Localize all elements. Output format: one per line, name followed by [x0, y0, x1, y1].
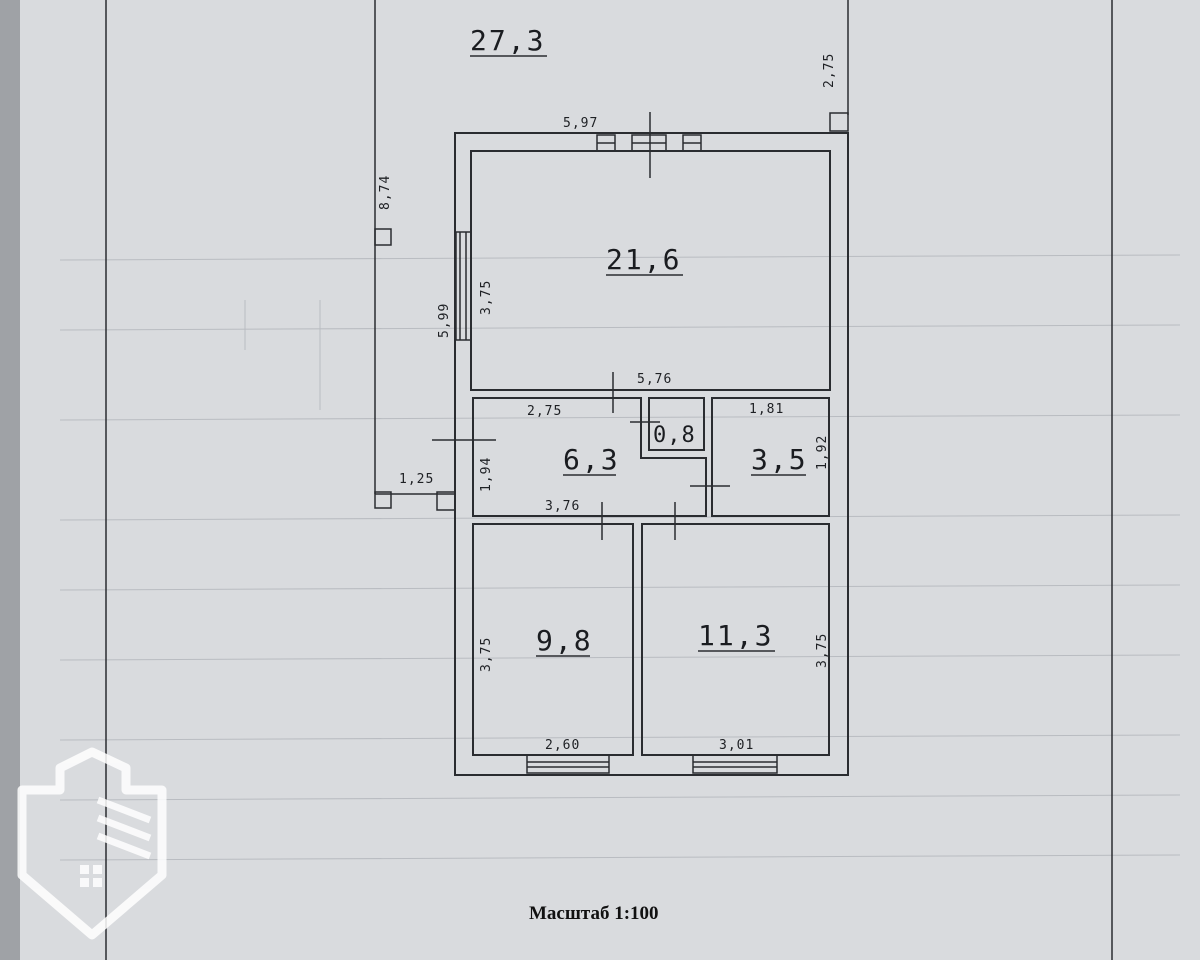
window-top-1: [596, 134, 616, 152]
dim-room-right-height: 3,75: [815, 633, 830, 668]
dim-left-wall: 5,99: [437, 303, 452, 338]
bedroom-right-area-label: 11,3: [698, 619, 773, 652]
dim-hall-bottom: 5,76: [637, 372, 672, 387]
closet-area-label: 0,8: [653, 423, 696, 448]
dim-small-room-right: 1,92: [815, 435, 830, 470]
corridor-area-label: 6,3: [563, 443, 620, 476]
room-bath: [711, 397, 830, 517]
window-bottom-left: [526, 754, 610, 774]
dim-room-right-bottom: 3,01: [719, 738, 754, 753]
paper: [20, 0, 1200, 960]
hall-area-label: 21,6: [606, 243, 681, 276]
dim-outside-bottom: 1,25: [399, 472, 434, 487]
plot-outline: [374, 0, 849, 511]
dim-corridor-left: 1,94: [479, 457, 494, 492]
window-left: [455, 231, 472, 341]
dimension-labels: 5,97 2,75 8,74 5,99 3,75 5,76 2,75 1,81 …: [378, 53, 837, 753]
dim-small-room-top: 1,81: [749, 402, 784, 417]
background-form-lines: [59, 254, 1181, 861]
room-corridor: [472, 397, 707, 517]
house-logo-icon: [17, 747, 167, 940]
windows: [455, 134, 778, 774]
door-marks: [432, 112, 730, 540]
dim-left-outside: 8,74: [378, 175, 393, 210]
room-closet: [648, 397, 705, 451]
area-labels: 27,3 21,6 6,3 0,8 3,5 9,8 11,3: [470, 24, 808, 657]
window-top-3: [682, 134, 702, 152]
binding-edge: [0, 0, 20, 960]
bath-area-label: 3,5: [751, 443, 808, 476]
dim-top-width: 5,97: [563, 116, 598, 131]
window-bottom-right: [692, 754, 778, 774]
dim-hall-height: 3,75: [479, 280, 494, 315]
dim-corridor-bottom: 3,76: [545, 499, 580, 514]
dim-corridor-top: 2,75: [527, 404, 562, 419]
scale-caption: Масштаб 1:100: [529, 903, 659, 924]
bedroom-left-area-label: 9,8: [536, 624, 593, 657]
dim-room-left-bottom: 2,60: [545, 738, 580, 753]
window-top-2: [631, 134, 667, 152]
dim-room-left-height: 3,75: [479, 637, 494, 672]
outer-area-label: 27,3: [470, 24, 545, 57]
dim-right-outside: 2,75: [822, 53, 837, 88]
